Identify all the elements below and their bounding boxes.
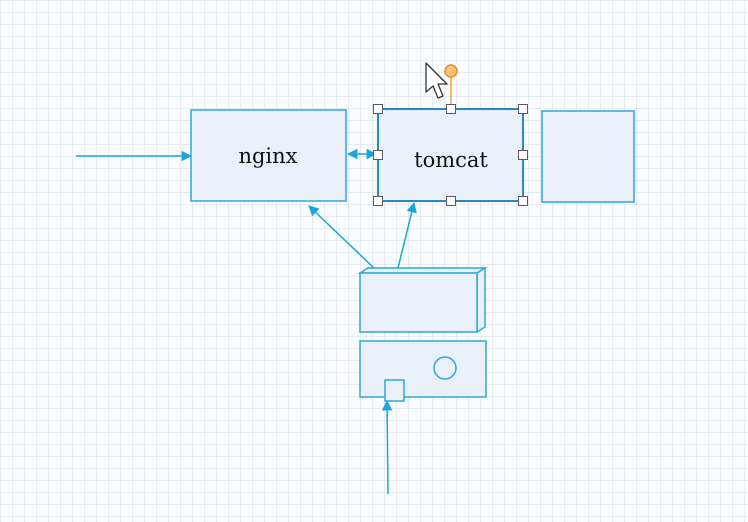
resize-handle-icon[interactable] — [518, 150, 528, 160]
tomcat-node[interactable]: tomcat — [377, 108, 524, 202]
server-unit-top[interactable] — [357, 266, 488, 334]
resize-handle-icon[interactable] — [373, 196, 383, 206]
resize-handle-icon[interactable] — [446, 104, 456, 114]
server-nginx-connector[interactable] — [308, 205, 375, 269]
selection-handles[interactable] — [373, 64, 528, 206]
resize-handle-icon[interactable] — [373, 104, 383, 114]
cursor-arrow-icon — [425, 62, 448, 99]
resize-handle-icon[interactable] — [446, 196, 456, 206]
server-unit-bottom[interactable] — [359, 340, 487, 402]
blank-box-node[interactable] — [541, 110, 635, 203]
resize-handle-icon[interactable] — [518, 104, 528, 114]
resize-handle-icon[interactable] — [373, 150, 383, 160]
nginx-node[interactable]: nginx — [190, 109, 347, 202]
nginx-label: nginx — [238, 144, 297, 168]
resize-handle-icon[interactable] — [518, 196, 528, 206]
tomcat-label: tomcat — [414, 148, 488, 172]
rotate-handle-icon[interactable] — [444, 64, 458, 78]
server-port-icon — [384, 379, 405, 402]
bottom-incoming-connector[interactable] — [381, 399, 393, 495]
server-led-icon — [433, 356, 457, 380]
server-tomcat-connector[interactable] — [397, 201, 417, 269]
